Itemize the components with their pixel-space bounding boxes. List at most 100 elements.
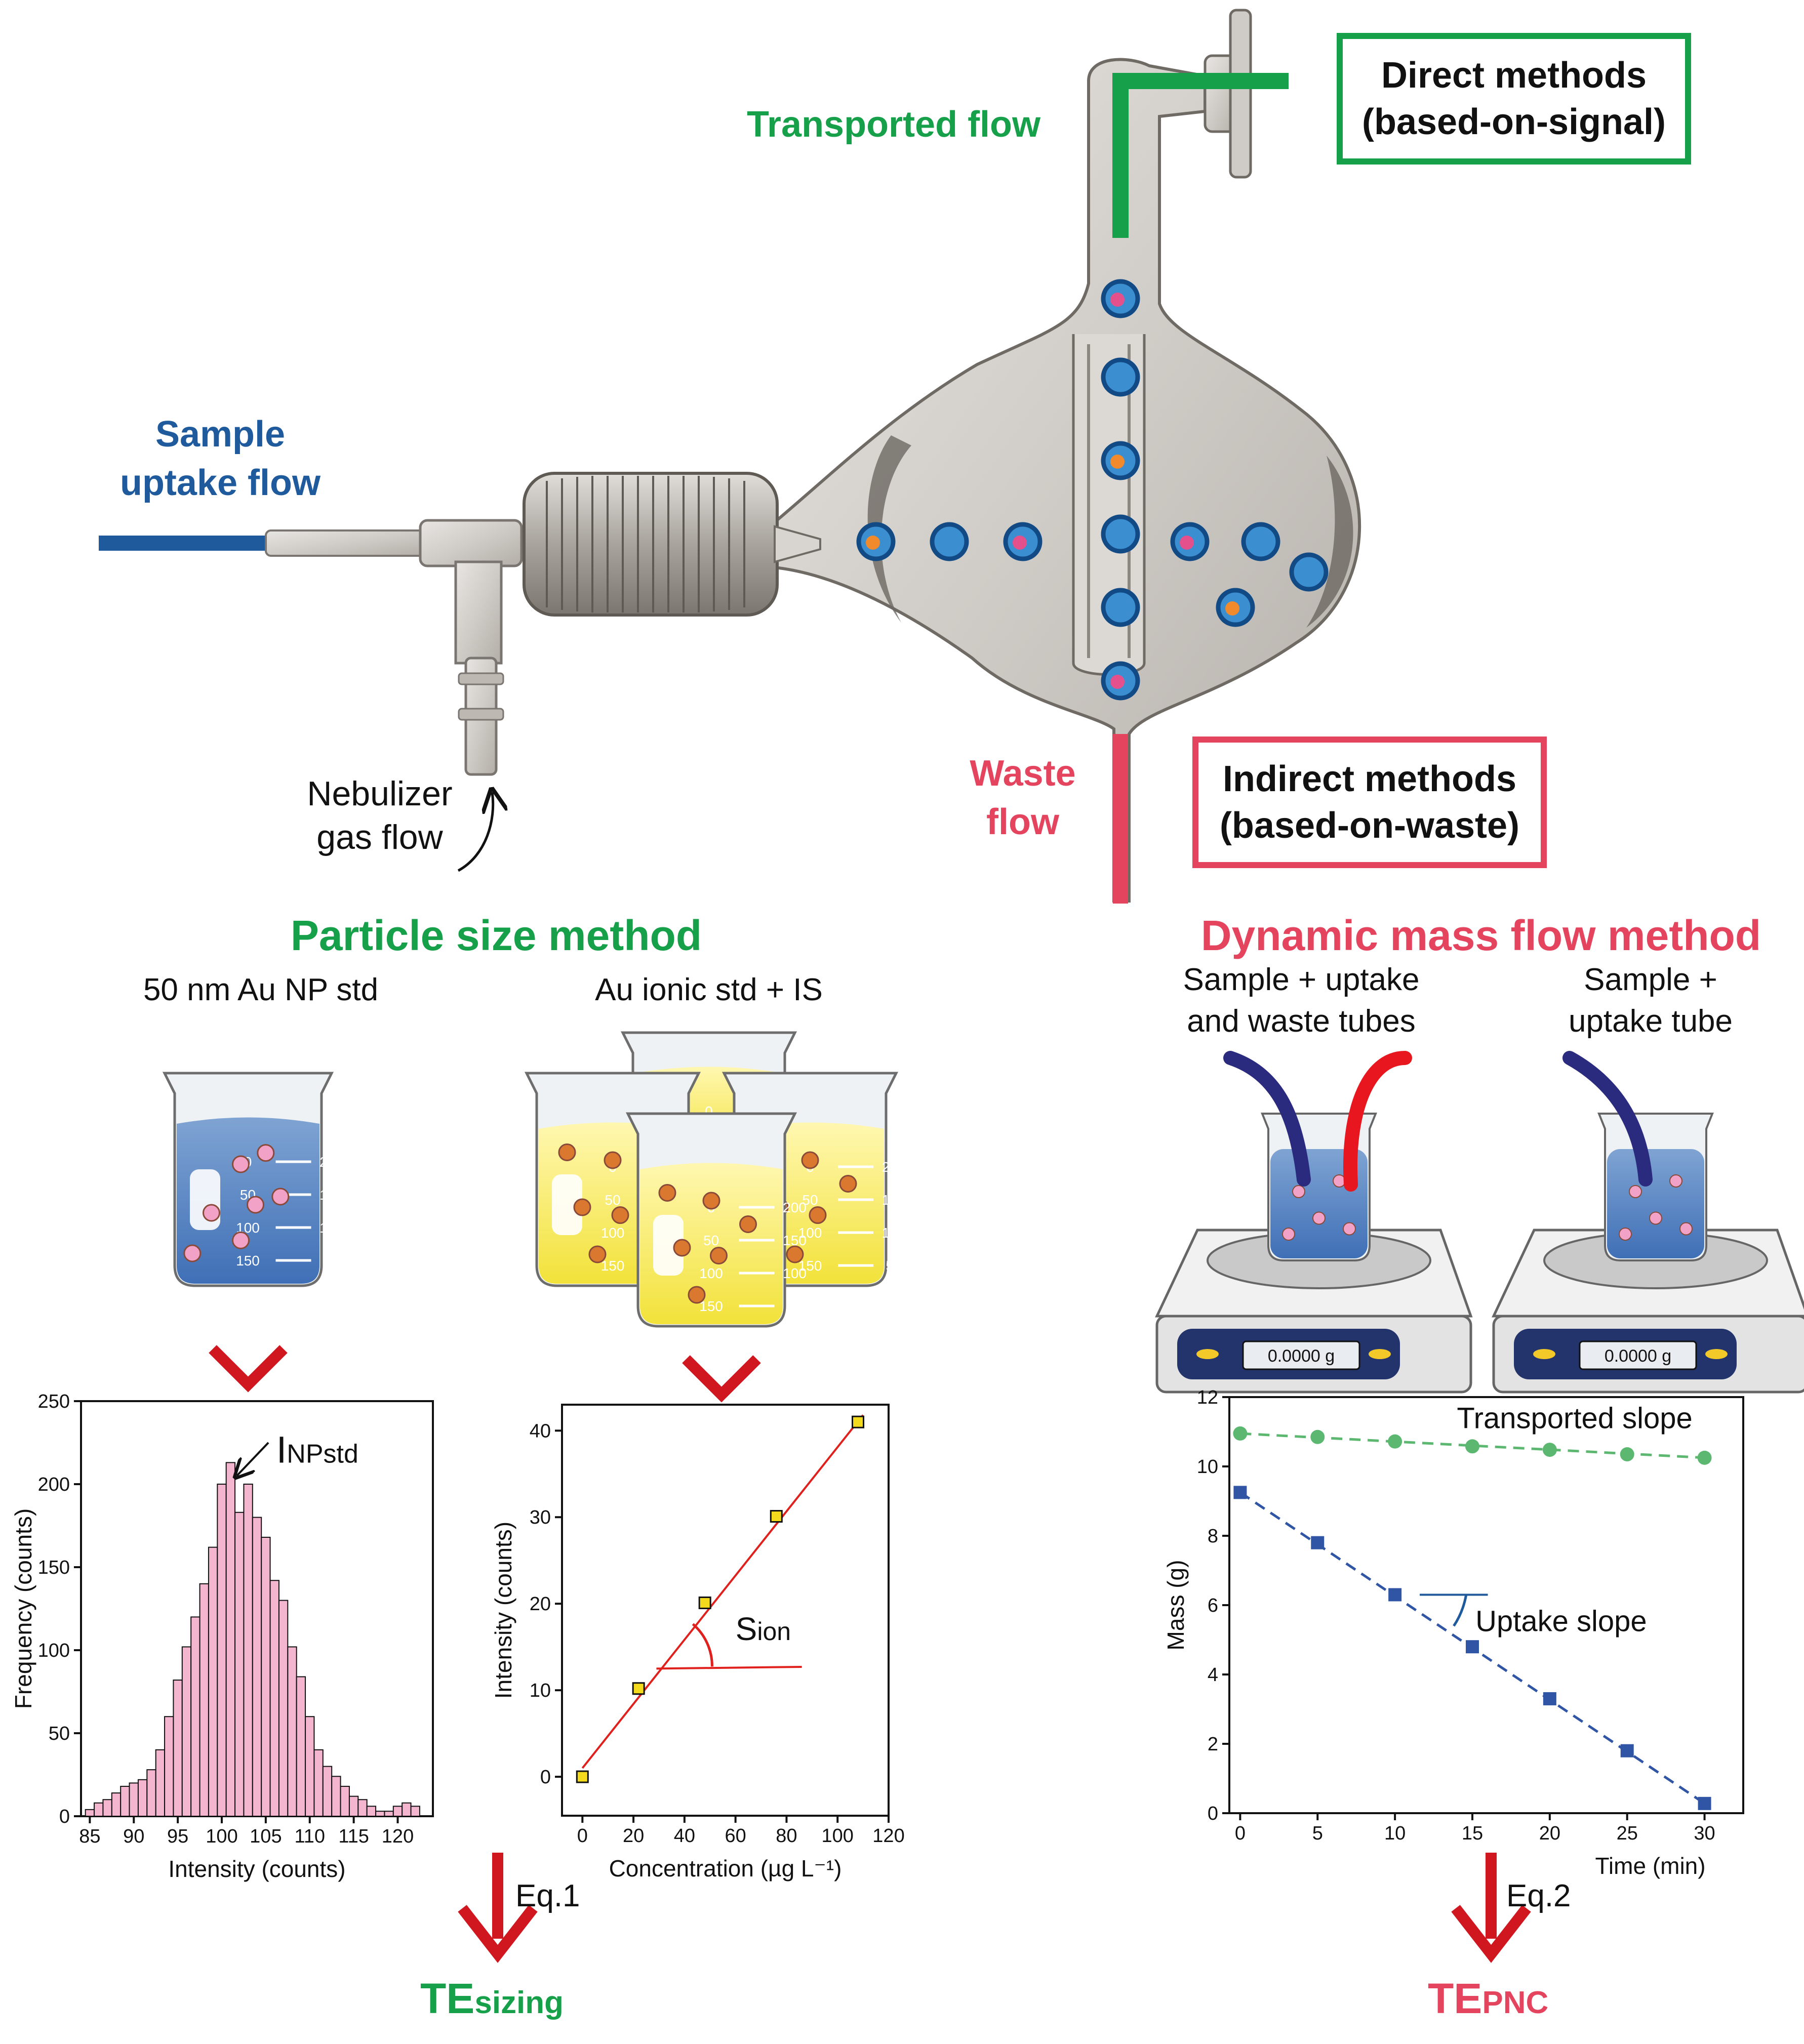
setup-a-line2: and waste tubes	[1187, 1004, 1416, 1039]
graduation-number: 50	[324, 1253, 339, 1269]
droplet	[1101, 357, 1140, 397]
annotation-main: S	[736, 1611, 757, 1647]
nanoparticle	[702, 1192, 720, 1210]
histogram-bar	[129, 1782, 139, 1817]
graduation-number: 150	[783, 1233, 807, 1248]
eq2-arrow-head	[1451, 1905, 1531, 1963]
slope-baseline	[656, 1665, 802, 1670]
histogram-bar	[94, 1802, 104, 1817]
uptake-point	[1543, 1692, 1556, 1705]
nanoparticle	[809, 1206, 827, 1224]
nanoparticle	[710, 1247, 728, 1264]
transported-point	[1542, 1443, 1557, 1457]
histogram-bar	[287, 1646, 297, 1817]
droplet	[1101, 588, 1140, 627]
y-tick-label: 0	[59, 1806, 70, 1827]
nanoparticle	[203, 1204, 220, 1222]
y-tick-label: 30	[530, 1507, 551, 1528]
calibration-point	[770, 1510, 783, 1523]
histogram-bar	[181, 1646, 192, 1817]
graduation-number: 150	[601, 1258, 625, 1274]
x-tick-label: 95	[167, 1826, 188, 1847]
nanoparticle	[183, 1244, 202, 1262]
direct-methods-line1: Direct methods	[1381, 55, 1647, 96]
graduation-number: 150	[236, 1253, 260, 1269]
nanoparticle	[688, 1286, 706, 1304]
uptake-point	[1311, 1536, 1325, 1549]
aerosol-droplets	[856, 279, 1329, 701]
droplet-particle	[1110, 675, 1125, 689]
histogram-bar	[252, 1517, 262, 1817]
x-tick-label: 25	[1617, 1823, 1638, 1844]
balance-button	[1196, 1349, 1219, 1359]
direct-methods-line2: (based-on-signal)	[1361, 102, 1666, 142]
calibration-point	[698, 1596, 711, 1609]
nanoparticle	[839, 1175, 857, 1193]
droplet-particle	[1180, 536, 1194, 550]
droplet	[1241, 522, 1280, 561]
nanoparticle	[786, 1245, 804, 1263]
y-tick-label: 6	[1208, 1595, 1218, 1616]
balance-readout: 0.0000 g	[1605, 1346, 1671, 1366]
graduation-number: 100	[699, 1265, 723, 1281]
balance-beaker-liquid	[1607, 1149, 1704, 1258]
annotation-arrow	[237, 1442, 269, 1476]
indirect-methods-line1: Indirect methods	[1222, 759, 1517, 799]
waste-flow-line1: Waste	[970, 753, 1076, 794]
y-tick-label: 0	[540, 1767, 551, 1788]
transported-point	[1233, 1426, 1248, 1441]
graduation-number: 100	[882, 1225, 906, 1241]
setup-a-line1: Sample + uptake	[1183, 962, 1420, 997]
y-tick-label: 0	[1208, 1803, 1218, 1824]
x-tick-label: 15	[1462, 1823, 1483, 1844]
nebulizer-gas-arrow	[457, 792, 493, 872]
histogram-bar	[111, 1792, 122, 1817]
setup-b-line1: Sample +	[1584, 962, 1717, 997]
histogram-bar	[199, 1583, 209, 1817]
x-tick-label: 120	[382, 1826, 414, 1847]
np-standard-label: 50 nm Au NP std	[143, 972, 379, 1007]
balance-uptake-only: 0.0000 g	[1492, 1051, 1804, 1394]
ionic-standard-label: Au ionic std + IS	[595, 972, 823, 1007]
fit-line	[581, 1414, 864, 1769]
te-sizing-result: TEsizing	[420, 1974, 564, 2023]
balances: 0.0000 g 0.0000 g	[1155, 1051, 1804, 1394]
beaker-liquid	[640, 1163, 783, 1324]
x-axis-label: Intensity (counts)	[168, 1856, 345, 1882]
sample-uptake-line2: uptake flow	[119, 463, 321, 503]
y-tick-label: 50	[49, 1723, 70, 1744]
nanoparticle	[673, 1239, 691, 1257]
nanoparticle	[1669, 1174, 1682, 1188]
histogram-bar	[190, 1616, 201, 1817]
nanoparticle	[1292, 1185, 1305, 1198]
transported-point	[1388, 1434, 1402, 1449]
graduation-number: 50	[787, 1298, 803, 1314]
uptake-point	[1233, 1486, 1247, 1499]
balance-button	[1533, 1349, 1555, 1359]
eq1-label: Eq.1	[515, 1878, 580, 1913]
eq1-arrow-head	[458, 1905, 538, 1963]
droplet	[1289, 552, 1329, 592]
nanoparticle	[1679, 1222, 1693, 1236]
annotation-sub: ion	[757, 1617, 791, 1646]
nanoparticle	[801, 1151, 819, 1169]
y-tick-label: 10	[530, 1680, 551, 1701]
y-tick-label: 4	[1208, 1664, 1218, 1686]
beaker-label-patch	[552, 1174, 582, 1235]
indirect-methods-box: Indirect methods (based-on-waste)	[1192, 737, 1547, 868]
x-tick-label: 115	[338, 1826, 369, 1847]
x-axis-label: Time (min)	[1595, 1853, 1706, 1879]
x-tick-label: 80	[776, 1825, 797, 1847]
nanoparticle	[1649, 1211, 1662, 1225]
histogram-bar	[243, 1484, 253, 1817]
balance-readout: 0.0000 g	[1268, 1346, 1335, 1366]
nanoparticle	[257, 1144, 275, 1162]
te-pnc-sub: PNC	[1482, 1985, 1549, 2020]
x-tick-label: 40	[674, 1825, 695, 1847]
direct-methods-box: Direct methods (based-on-signal)	[1337, 33, 1691, 165]
beaker-label-patch	[190, 1169, 220, 1230]
